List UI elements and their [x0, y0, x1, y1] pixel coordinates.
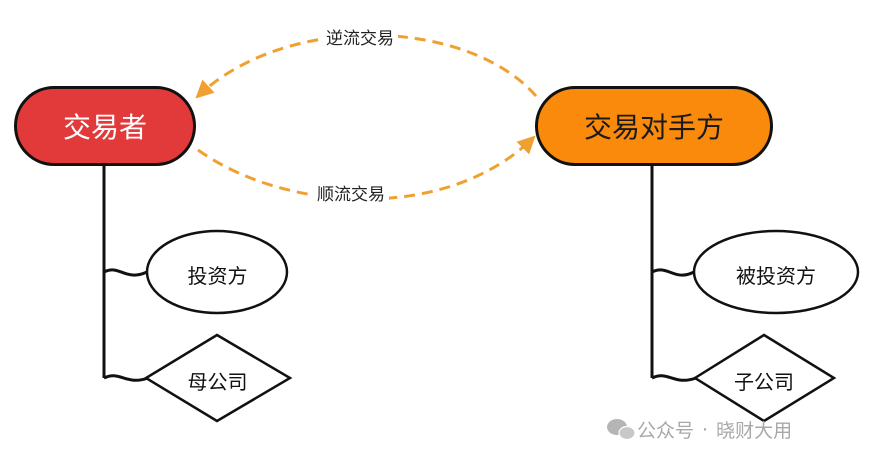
parent-company-label: 母公司 [187, 370, 248, 394]
watermark-account: 公众号 [637, 420, 695, 442]
parent-company-diamond [143, 333, 293, 423]
subsidiary-label: 子公司 [734, 370, 794, 394]
trader-node: 交易者 [14, 86, 196, 166]
investor-label: 投资方 [187, 264, 248, 288]
watermark: 公众号 · 晓财大用 [603, 416, 792, 443]
invested-party-label: 被投资方 [736, 264, 816, 288]
subsidiary-diamond [692, 333, 837, 423]
invested-party-ellipse [692, 229, 860, 315]
reverse-trade-label: 逆流交易 [322, 24, 398, 49]
wechat-icon [607, 419, 636, 441]
watermark-separator: · [702, 418, 709, 441]
forward-trade-label: 顺流交易 [313, 180, 389, 205]
trader-tree-line [102, 166, 149, 382]
counterparty-tree-line [650, 166, 697, 382]
counterparty-label: 交易对手方 [583, 111, 724, 144]
watermark-name: 晓财大用 [716, 420, 793, 442]
reverse-trade-arrow [195, 33, 538, 99]
trader-label: 交易者 [62, 111, 147, 144]
counterparty-node: 交易对手方 [535, 86, 773, 166]
investor-ellipse [145, 229, 289, 315]
